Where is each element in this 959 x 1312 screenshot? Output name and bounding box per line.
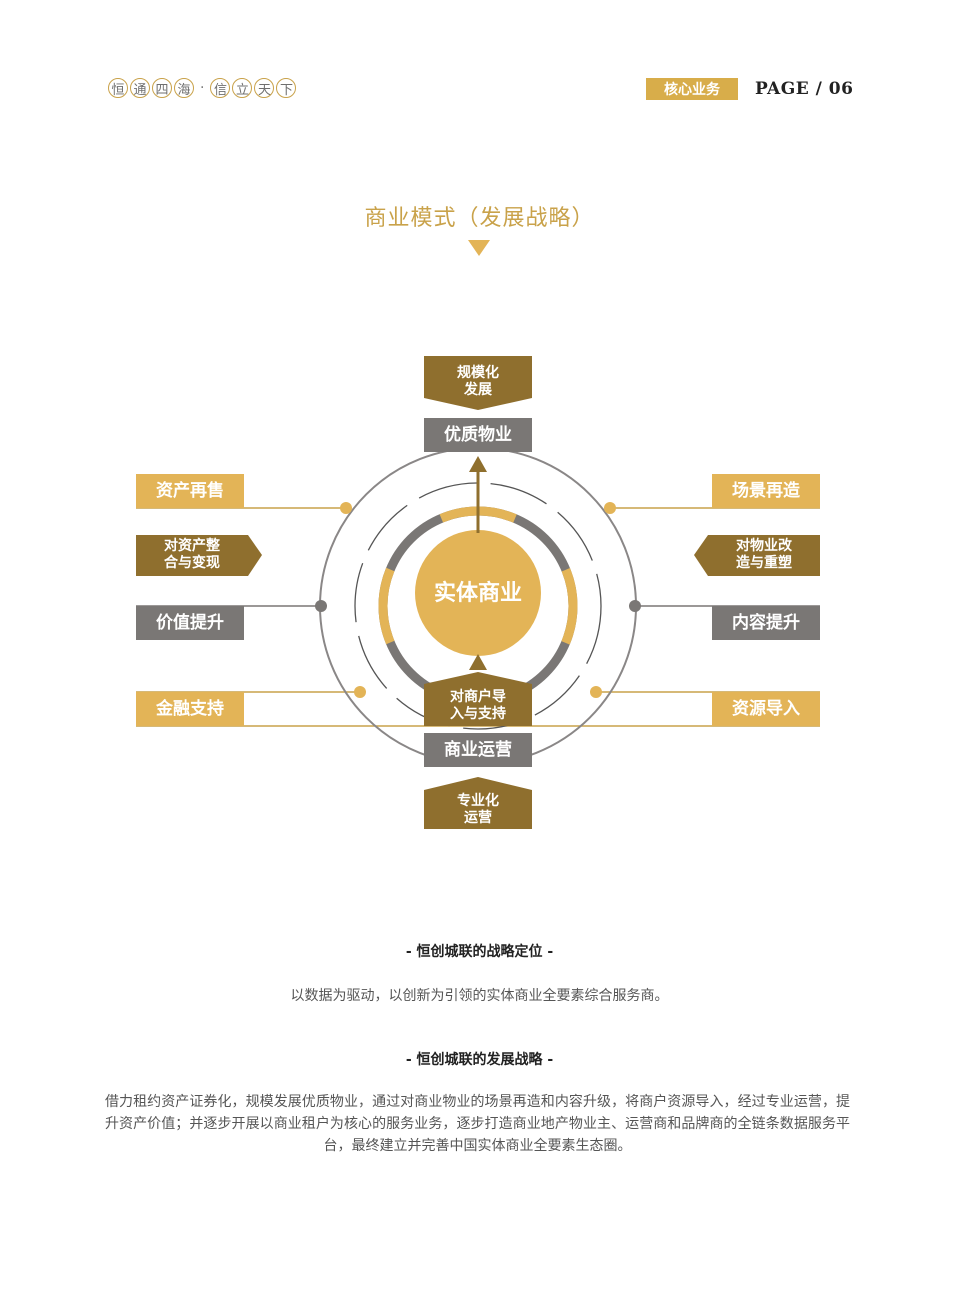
strategy-text: 借力租约资产证券化，规模发展优质物业，通过对商业物业的场景再造和内容升级，将商户… xyxy=(105,1094,850,1154)
left-arrow-line: 对资产整 xyxy=(164,538,220,554)
positioning-text: 以数据为驱动，以创新为引领的实体商业全要素综合服务商。 xyxy=(290,988,669,1004)
bottom-banner-label: 专业化 运营 xyxy=(424,792,532,828)
slogan-char: 下 xyxy=(276,78,297,98)
arrow-up-icon xyxy=(469,654,487,670)
right-box-content: 内容提升 xyxy=(712,606,820,640)
left-box-value-up: 价值提升 xyxy=(136,606,244,640)
center-circle xyxy=(415,530,541,656)
arrow-up-icon xyxy=(469,456,487,472)
ring-dot xyxy=(354,686,366,698)
slogan-char: 恒 xyxy=(108,78,128,98)
header-slogan: 恒 通 四 海 · 信 立 天 下 xyxy=(108,78,298,98)
bottom-banner-shape xyxy=(424,777,532,829)
ring-dot xyxy=(604,502,616,514)
inner-banner-line: 入与支持 xyxy=(450,706,506,722)
bottom-box-commercial-operation: 商业运营 xyxy=(424,733,532,767)
ring-dot xyxy=(340,502,352,514)
right-arrow-line: 对物业改 xyxy=(736,538,792,554)
slogan-char: 四 xyxy=(152,78,172,98)
slogan-char: 天 xyxy=(254,78,275,98)
bottom-banner-line: 专业化 xyxy=(457,793,499,809)
top-box-premium-property: 优质物业 xyxy=(424,418,532,452)
slogan-char: 海 xyxy=(174,78,194,98)
inner-banner-label: 对商户导 入与支持 xyxy=(424,688,532,724)
title-triangle-icon xyxy=(468,240,490,256)
left-box-finance: 金融支持 xyxy=(136,692,244,726)
right-arrow-line: 造与重塑 xyxy=(736,555,792,571)
slogan-char: 信 xyxy=(210,78,231,98)
top-banner-label: 规模化 发展 xyxy=(424,364,532,400)
strategy-heading: - 恒创城联的发展战略 - xyxy=(405,1052,554,1068)
right-arrow-label: 对物业改 造与重塑 xyxy=(708,537,820,573)
top-banner-line: 发展 xyxy=(464,382,492,398)
section-tag: 核心业务 xyxy=(646,78,738,100)
bottom-banner-line: 运营 xyxy=(464,810,492,826)
top-banner-shape xyxy=(424,356,532,410)
slogan-separator: · xyxy=(200,80,205,96)
ring-dot xyxy=(629,600,641,612)
ring-dot xyxy=(590,686,602,698)
ring-dot xyxy=(315,600,327,612)
left-box-asset-resale: 资产再售 xyxy=(136,474,244,508)
dashed-ring xyxy=(354,482,602,730)
top-banner-line: 规模化 xyxy=(457,365,499,381)
slogan-char: 立 xyxy=(232,78,253,98)
page-title: 商业模式（发展战略） xyxy=(364,206,595,231)
right-box-resource: 资源导入 xyxy=(712,692,820,726)
slogan-char: 通 xyxy=(130,78,150,98)
page-number: PAGE / 06 xyxy=(755,79,854,99)
right-box-scene: 场景再造 xyxy=(712,474,820,508)
inner-banner-shape xyxy=(424,672,532,726)
right-arrow-shape xyxy=(694,535,820,576)
left-arrow-label: 对资产整 合与变现 xyxy=(136,537,248,573)
left-arrow-shape xyxy=(136,535,262,576)
center-label: 实体商业 xyxy=(433,580,522,606)
positioning-heading: - 恒创城联的战略定位 - xyxy=(405,944,554,960)
left-arrow-line: 合与变现 xyxy=(164,555,220,571)
inner-banner-line: 对商户导 xyxy=(450,689,506,705)
